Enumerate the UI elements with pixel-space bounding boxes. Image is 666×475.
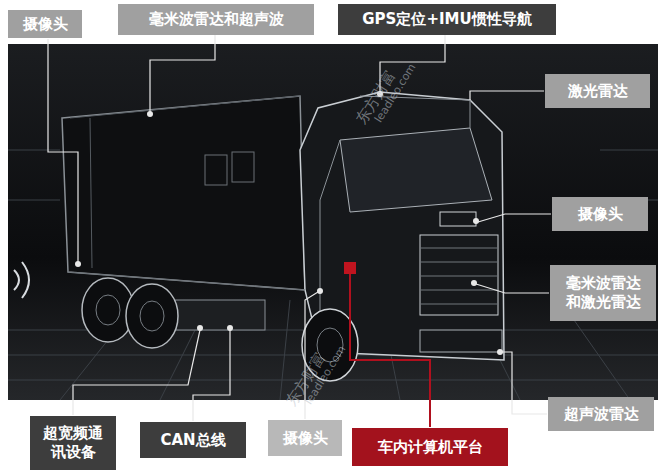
sensor-label-dark: GPS定位+IMU惯性导航 <box>338 4 556 35</box>
label-text: 超宽频通讯设备 <box>41 424 105 462</box>
sensor-label-dark: 超宽频通讯设备 <box>30 416 116 470</box>
computer-marker <box>344 262 356 274</box>
label-text: 毫米波雷达和激光雷达 <box>563 274 643 312</box>
leader-line-red <box>350 272 430 427</box>
label-text: 超声波雷达 <box>564 405 639 424</box>
sensor-label: 毫米波雷达和激光雷达 <box>550 265 656 321</box>
truck-wireframe <box>14 92 504 381</box>
sensor-label: 摄像头 <box>8 10 82 38</box>
sensor-label: 摄像头 <box>268 420 342 456</box>
leader-lines <box>48 35 551 421</box>
sensor-label: 毫米波雷达和超声波 <box>118 4 314 35</box>
label-text: 摄像头 <box>283 429 328 448</box>
label-text: 车内计算机平台 <box>378 438 483 457</box>
label-text: 摄像头 <box>578 205 623 224</box>
photo-ground <box>8 44 658 400</box>
sensor-label: 超声波雷达 <box>548 397 654 431</box>
computer-label: 车内计算机平台 <box>352 428 508 466</box>
sensor-label: 激光雷达 <box>545 74 650 108</box>
leader-dots <box>75 91 503 355</box>
label-text: 激光雷达 <box>568 82 628 101</box>
sensor-label: 摄像头 <box>552 197 648 231</box>
label-text: CAN总线 <box>160 431 225 450</box>
label-text: GPS定位+IMU惯性导航 <box>362 10 531 29</box>
label-text: 毫米波雷达和超声波 <box>149 10 284 29</box>
label-text: 摄像头 <box>23 15 68 34</box>
sensor-label-dark: CAN总线 <box>140 422 246 458</box>
